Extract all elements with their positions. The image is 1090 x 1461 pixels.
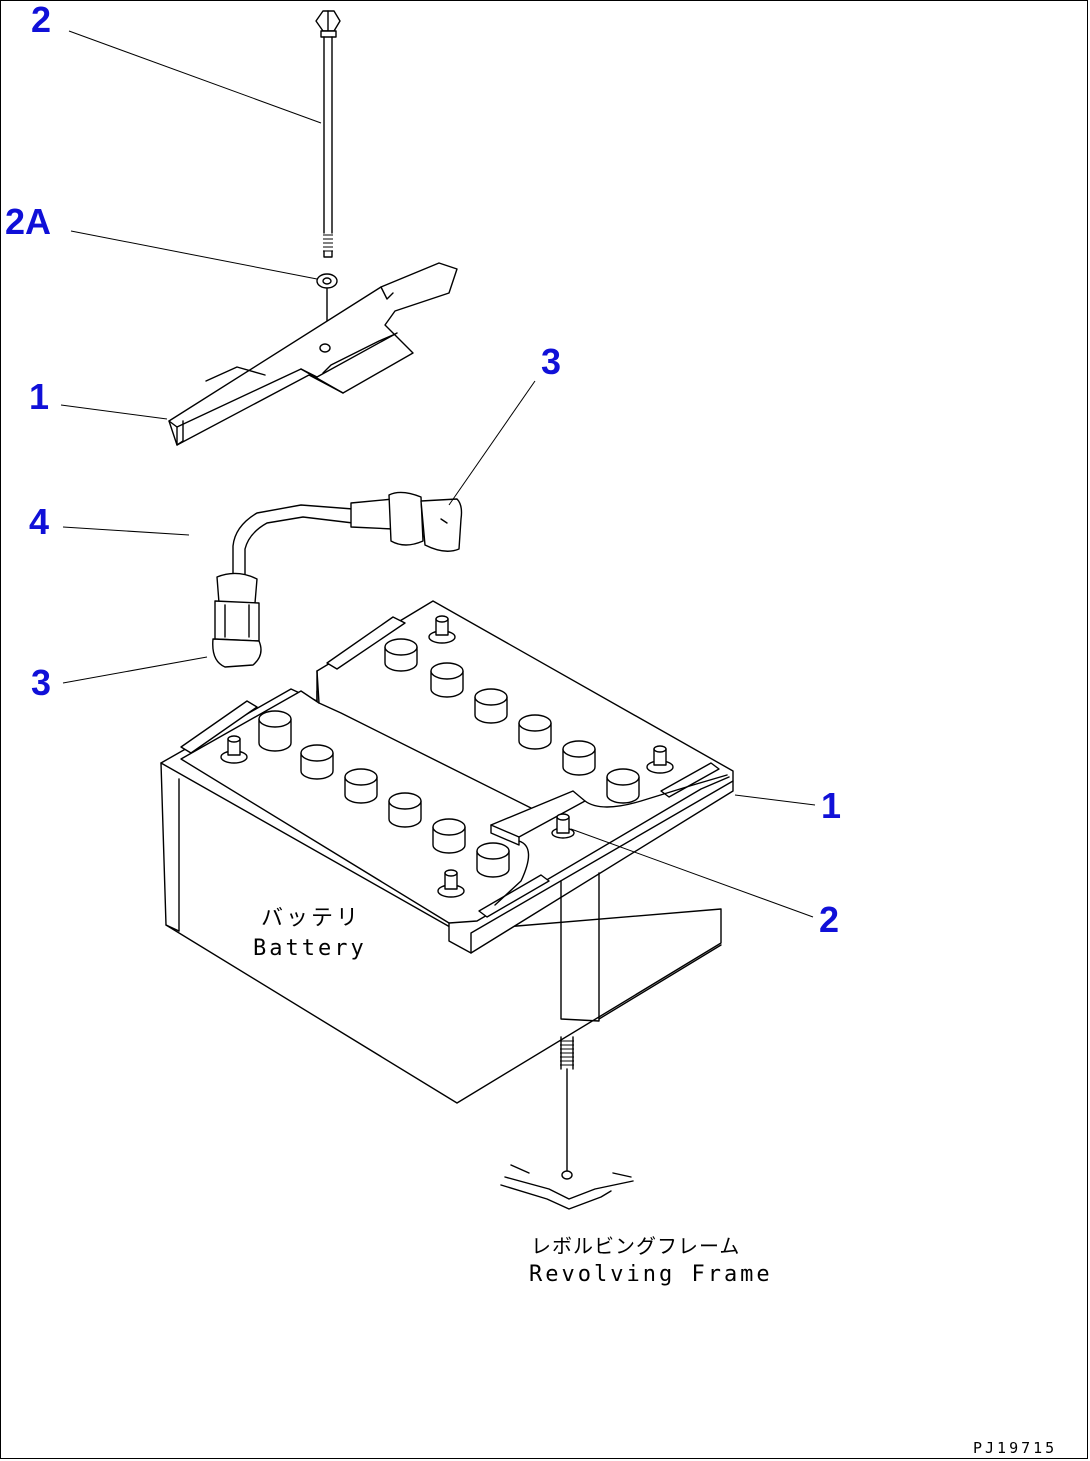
callout-top-bolt: 2 [31, 1, 51, 40]
callout-cable: 4 [29, 501, 49, 542]
battery [160, 600, 734, 1104]
callout-hold-bracket-right: 1 [821, 785, 841, 826]
battery-label-en: Battery [253, 936, 367, 961]
callout-cable-end-lower: 3 [31, 662, 51, 703]
callout-cable-end-upper: 3 [541, 341, 561, 382]
top-bolt [315, 10, 341, 258]
callout-hold-bracket-top: 1 [29, 376, 49, 417]
callout-washer: 2A [5, 201, 51, 242]
washer [316, 273, 338, 344]
terminal-post [437, 869, 465, 898]
frame-label-en: Revolving Frame [529, 1262, 773, 1287]
revolving-frame [500, 1164, 634, 1210]
hold-bracket-top [168, 262, 458, 446]
frame-label-jp: レボルビングフレーム [531, 1234, 740, 1258]
terminal-post [646, 745, 674, 774]
battery-cable [212, 491, 463, 668]
terminal-post [428, 615, 456, 644]
terminal-post [220, 735, 248, 764]
leader-lines [60, 30, 816, 918]
bottom-bolt [560, 1036, 574, 1180]
drawing-code: PJ19715 [973, 1439, 1057, 1457]
callout-bottom-bolt: 2 [819, 899, 839, 940]
nut [551, 813, 575, 839]
battery-label-jp: バッテリ [261, 906, 361, 931]
cell-caps [258, 638, 640, 878]
